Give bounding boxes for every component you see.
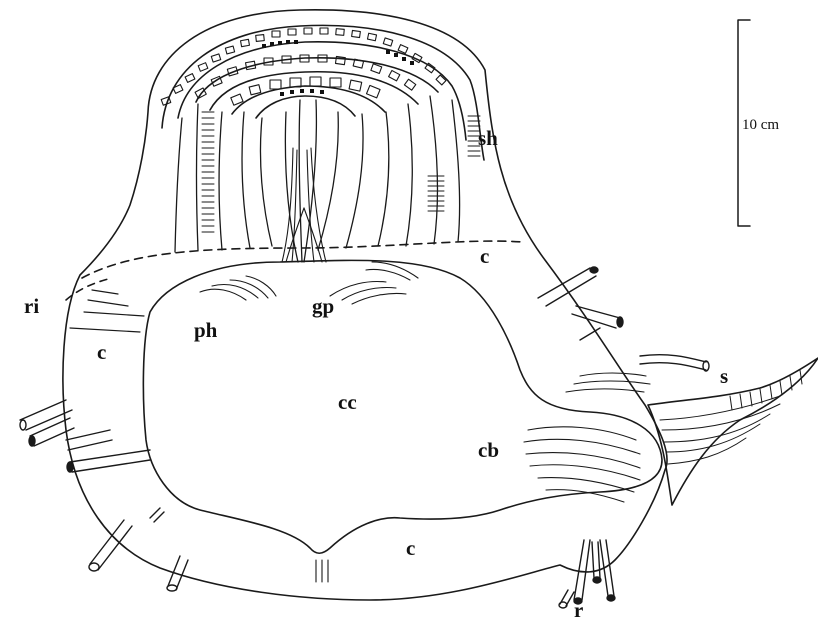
shell-band-5 [232, 86, 385, 114]
shell-band-6 [256, 96, 355, 118]
label-c-left: c [97, 342, 106, 363]
label-c-bottom: c [406, 538, 415, 559]
shell-hatching [202, 112, 480, 232]
label-s: s [720, 366, 728, 387]
label-sh: sh [478, 128, 498, 149]
label-ri: ri [24, 296, 39, 317]
shell-septa [175, 96, 460, 262]
label-c-top: c [480, 246, 489, 267]
label-gp: gp [312, 296, 334, 317]
tail-hatching [660, 370, 802, 464]
label-ph: ph [194, 320, 217, 341]
gp-fibers [330, 262, 418, 304]
tubes [20, 267, 709, 608]
label-cb: cb [478, 440, 499, 461]
ph-fibers [200, 276, 276, 300]
bottom-notch [316, 560, 328, 582]
ri-dashed [66, 278, 112, 300]
s-striations [566, 373, 650, 392]
label-r: r [574, 600, 583, 621]
label-cc: cc [338, 392, 357, 413]
central-cavity-outline [143, 260, 662, 553]
shell-band-3 [196, 58, 438, 102]
cb-fibers [524, 427, 640, 502]
scale-bar-label: 10 cm [742, 118, 779, 133]
ri-striations [70, 290, 144, 332]
shell-chambers [161, 28, 446, 105]
